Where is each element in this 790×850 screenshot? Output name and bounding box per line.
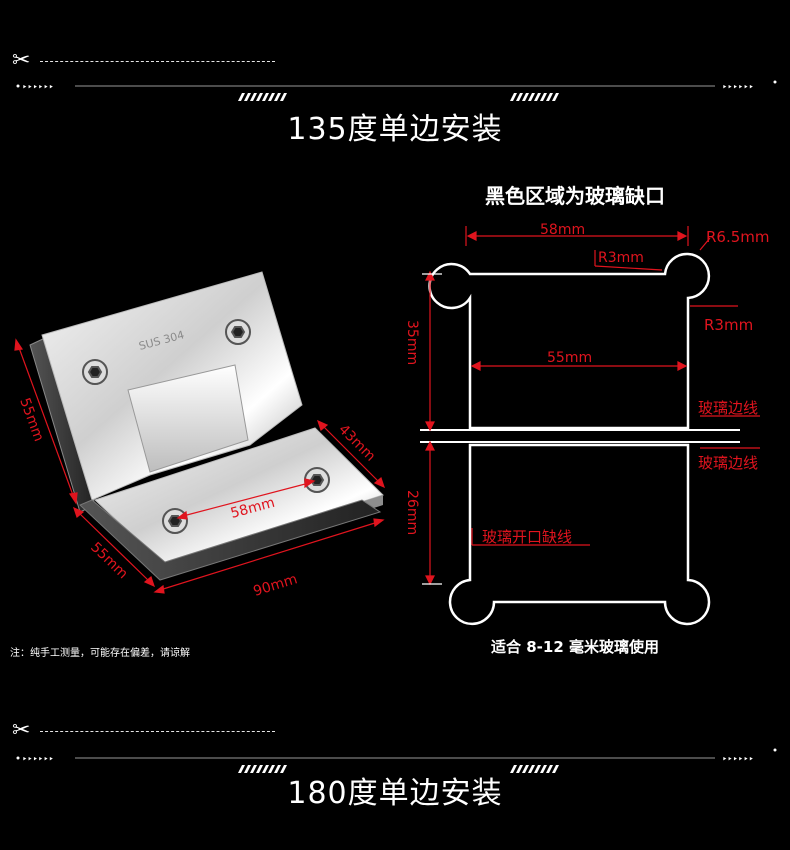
cut-line [40,731,275,732]
cutout-diagram: 58mm R6.5mm R3mm R3mm 35mm 55mm 玻璃边线 玻璃边… [404,222,770,626]
label-top-width: 58mm [540,222,585,238]
bottom-clamp [79,499,382,581]
scissors-icon: ✂ [12,718,31,743]
label-cutout-line: 玻璃开口缺线 [482,528,572,546]
section-title-135: 135度单边安装 [287,112,503,147]
top-decorative-band: ‣‣‣‣‣‣ ‣‣‣‣‣‣ [16,80,777,101]
svg-text:‣‣‣‣‣‣: ‣‣‣‣‣‣ [722,83,754,93]
label-glass-edge-1: 玻璃边线 [698,399,758,417]
scissors-icon: ✂ [12,48,31,73]
section-title-180: 180度单边安装 [287,776,503,811]
hinge-barrel [127,364,249,473]
dim-height-left: 55mm [16,396,46,444]
label-r65: R6.5mm [706,228,770,246]
cutout-upper-outline [428,252,711,430]
label-r3-top: R3mm [598,250,644,266]
bottom-decorative-band: ‣‣‣‣‣‣ ‣‣‣‣‣‣ [16,748,777,773]
cut-line [40,61,275,62]
suitable-glass-text: 适合 8-12 毫米玻璃使用 [491,638,659,656]
svg-text:‣‣‣‣‣‣: ‣‣‣‣‣‣ [22,83,54,93]
dim-width-bottom: 90mm [251,571,299,599]
measurement-note: 注：纯手工测量，可能存在偏差，请谅解 [10,648,190,659]
diagram-heading: 黑色区域为玻璃缺口 [485,184,665,208]
label-height-lower: 26mm [404,490,420,535]
label-r3-side: R3mm [704,316,753,334]
label-inner-width: 55mm [547,350,592,366]
cutout-lower-outline [448,443,711,626]
screw-holes [82,319,330,534]
label-glass-edge-2: 玻璃边线 [698,454,758,472]
svg-text:‣‣‣‣‣‣: ‣‣‣‣‣‣ [22,755,54,765]
hinge-illustration: SUS 304 55mm 43mm 58mm 55mm 90mm [14,271,385,600]
label-height-upper: 35mm [404,320,420,365]
svg-text:‣‣‣‣‣‣: ‣‣‣‣‣‣ [722,755,754,765]
